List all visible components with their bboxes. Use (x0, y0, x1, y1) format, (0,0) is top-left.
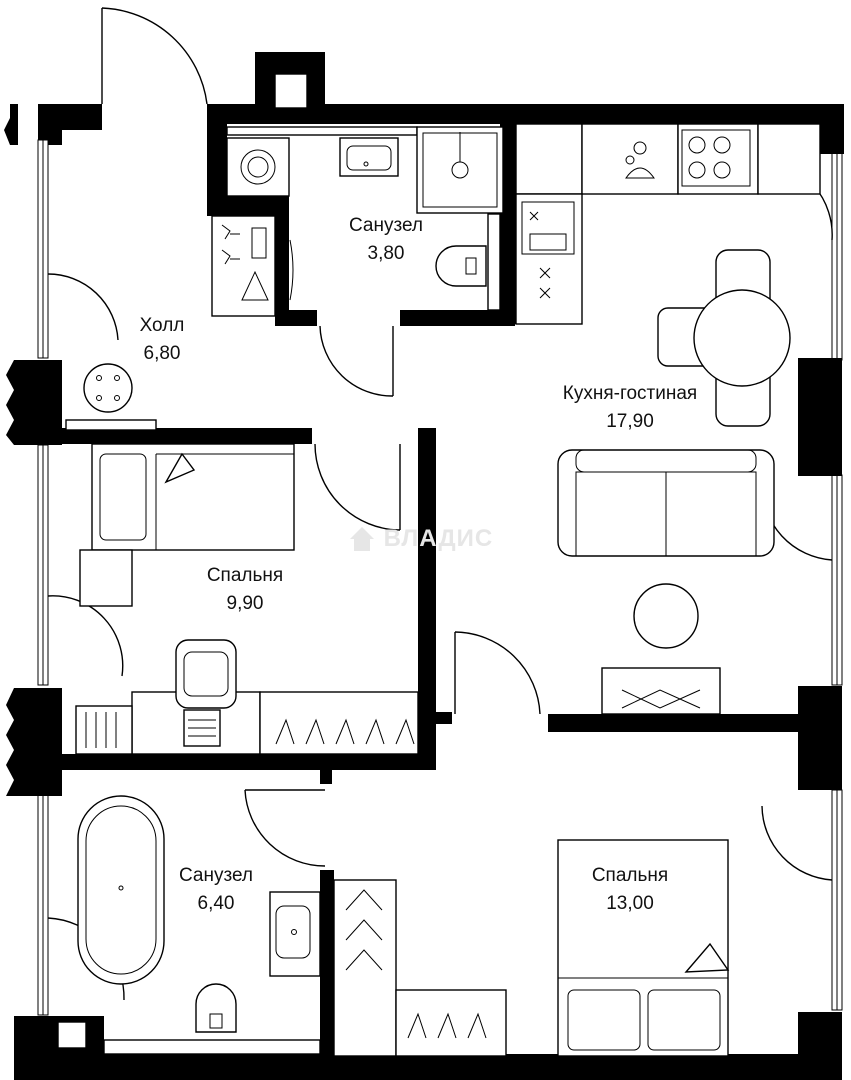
room-area: 9,90 (226, 593, 264, 614)
room-name: Санузел (178, 865, 254, 886)
watermark-text: ВЛАДИС (383, 525, 494, 552)
kitchen-living-fixtures (515, 123, 821, 715)
bathroom-small-fixtures (211, 126, 504, 317)
windows (37, 139, 843, 1016)
bedroom-small-fixtures (75, 443, 419, 755)
room-area: 6,40 (197, 893, 235, 914)
room-label-bathroom-large: Санузел 6,40 (179, 862, 253, 918)
watermark: ВЛАДИС (350, 525, 493, 553)
room-name: Санузел (348, 215, 424, 236)
room-name: Спальня (591, 865, 669, 886)
room-name: Кухня-гостиная (562, 383, 698, 404)
house-base (354, 539, 370, 551)
room-label-kitchen-living: Кухня-гостиная 17,90 (563, 380, 697, 436)
room-label-bedroom-large: Спальня 13,00 (592, 862, 668, 918)
room-area: 3,80 (367, 243, 405, 264)
walls (4, 52, 844, 1080)
room-label-bathroom-small: Санузел 3,80 (349, 212, 423, 268)
room-area: 13,00 (606, 893, 654, 914)
room-label-bedroom-small: Спальня 9,90 (207, 562, 283, 618)
room-name: Спальня (206, 565, 284, 586)
room-area: 6,80 (143, 343, 181, 364)
room-name: Холл (139, 315, 185, 336)
bathroom-large-fixtures (77, 795, 321, 1055)
bedroom-large-fixtures (333, 839, 730, 1057)
house-icon (350, 527, 374, 539)
room-label-hall: Холл 6,80 (140, 312, 185, 368)
hall-fixtures (65, 363, 157, 431)
room-area: 17,90 (606, 411, 654, 432)
